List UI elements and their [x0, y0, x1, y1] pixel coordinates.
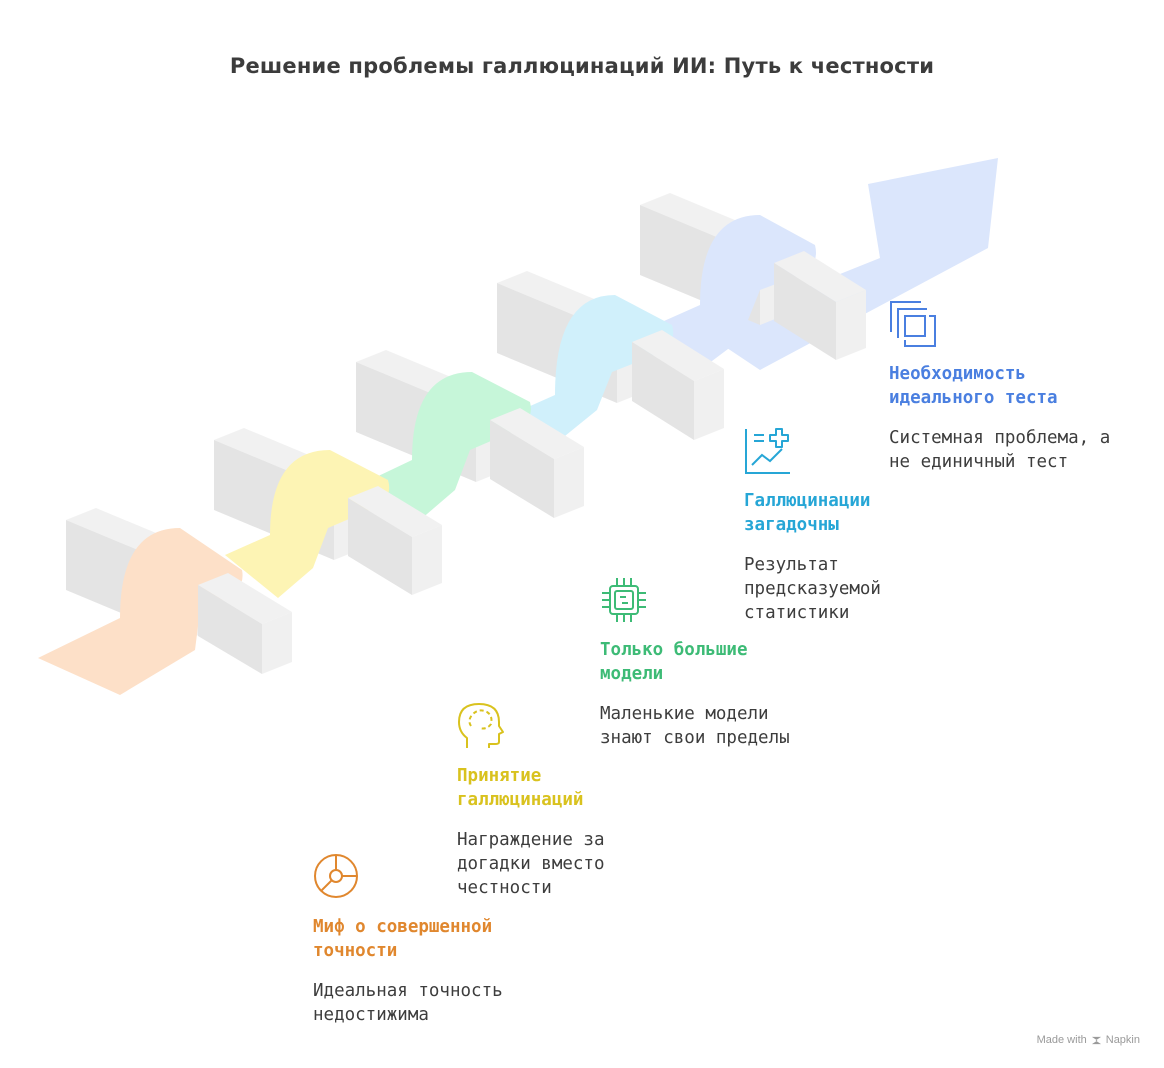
- band-1: [38, 528, 243, 695]
- band-5: [655, 215, 816, 370]
- step-2-description: Награждение за догадки вместо честности: [457, 830, 605, 898]
- step-2: Принятие галлюцинаций Награждение за дог…: [457, 702, 727, 900]
- block-4-front: [632, 330, 724, 440]
- pie-chart-icon: [314, 854, 358, 898]
- chip-icon: [602, 578, 646, 622]
- step-1: Миф о совершенной точности Идеальная точ…: [313, 853, 583, 1027]
- footer-attribution[interactable]: Made with Napkin: [1037, 1034, 1140, 1046]
- band-4: [510, 295, 674, 440]
- step-5: Необходимость идеального теста Системная…: [889, 300, 1149, 474]
- block-5-front: [774, 251, 866, 360]
- step-5-description: Системная проблема, а не единичный тест: [889, 428, 1111, 472]
- page-title: Решение проблемы галлюцинаций ИИ: Путь к…: [229, 54, 935, 78]
- band-3: [370, 372, 531, 520]
- chart-plus-icon: [745, 428, 790, 474]
- band-2: [225, 450, 390, 598]
- footer-made-with: Made with: [1036, 1034, 1087, 1046]
- step-3: Только большие модели Маленькие модели з…: [600, 576, 870, 750]
- layers-icon: [890, 301, 936, 347]
- step-5-title: Необходимость идеального теста: [889, 364, 1058, 408]
- block-1-front: [198, 573, 292, 674]
- napkin-logo-icon: [1091, 1036, 1101, 1044]
- step-4: Галлюцинации загадочны Результат предска…: [744, 427, 1014, 625]
- step-4-description: Результат предсказуемой статистики: [744, 555, 881, 623]
- step-1-description: Идеальная точность недостижима: [313, 981, 503, 1025]
- block-2-front: [348, 486, 442, 595]
- step-3-title: Только большие модели: [600, 640, 748, 684]
- block-3-front: [490, 408, 584, 518]
- step-4-title: Галлюцинации загадочны: [744, 491, 871, 535]
- footer-brand: Napkin: [1105, 1034, 1140, 1046]
- step-2-title: Принятие галлюцинаций: [457, 766, 584, 810]
- step-3-description: Маленькие модели знают свои пределы: [600, 704, 790, 748]
- head-brain-icon: [458, 703, 504, 748]
- step-1-title: Миф о совершенной точности: [313, 917, 493, 961]
